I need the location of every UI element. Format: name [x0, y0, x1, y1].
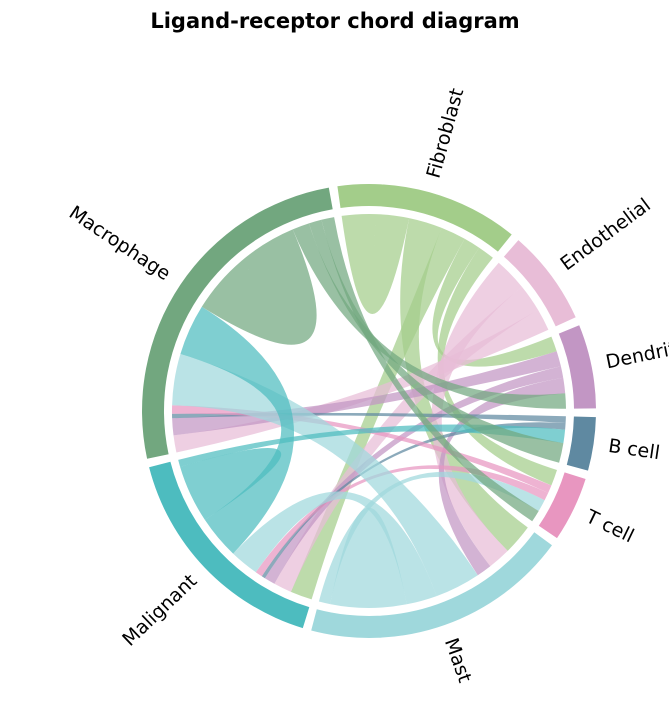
segment-label-b-cell: B cell — [607, 435, 661, 464]
segment-label-fibroblast: Fibroblast — [423, 86, 469, 181]
segment-label-mast: Mast — [440, 635, 476, 685]
segment-arc-endothelial — [503, 240, 576, 327]
segment-label-endothelial: Endothelial — [556, 194, 655, 275]
segment-label-macrophage: Macrophage — [65, 202, 174, 285]
ribbon-macrophage-to-macrophage — [201, 229, 317, 345]
ribbon-endothelial-to-mast — [431, 262, 522, 567]
segment-arc-mast — [311, 532, 552, 638]
segment-arc-macrophage — [142, 187, 333, 459]
ribbon-mast-to-macrophage — [172, 354, 478, 597]
ribbon-endothelial-to-macrophage — [173, 309, 549, 453]
ribbon-fibroblast-to-fibroblast — [341, 213, 410, 315]
segment-arc-malignant — [149, 461, 310, 629]
ribbon-mast-to-malignant — [233, 491, 437, 605]
ribbon-macrophage-to-b-cell — [308, 219, 564, 463]
ribbon-macrophage-to-dendritic — [292, 223, 566, 409]
segment-label-t-cell: T cell — [582, 505, 638, 547]
chart-title: Ligand-receptor chord diagram — [150, 9, 519, 33]
arc-group — [142, 183, 596, 638]
segment-label-malignant: Malignant — [118, 570, 201, 651]
ribbon-malignant-to-malignant — [180, 447, 282, 520]
segment-arc-t-cell — [538, 472, 586, 539]
ribbon-malignant-to-b-cell — [178, 424, 566, 467]
ribbon-malignant-to-macrophage — [180, 306, 295, 554]
segment-arc-dendritic — [558, 325, 596, 409]
segment-arc-fibroblast — [337, 183, 512, 252]
segment-arc-b-cell — [566, 416, 596, 471]
ribbon-fibroblast-to-dendritic — [432, 238, 557, 367]
segment-label-dendritic: Dendritic — [604, 335, 669, 374]
ribbon-endothelial-to-malignant — [274, 286, 538, 592]
ribbon-group — [171, 213, 566, 609]
ribbon-fibroblast-to-mast — [400, 218, 528, 551]
ribbon-t-cell-to-macrophage — [171, 405, 552, 493]
